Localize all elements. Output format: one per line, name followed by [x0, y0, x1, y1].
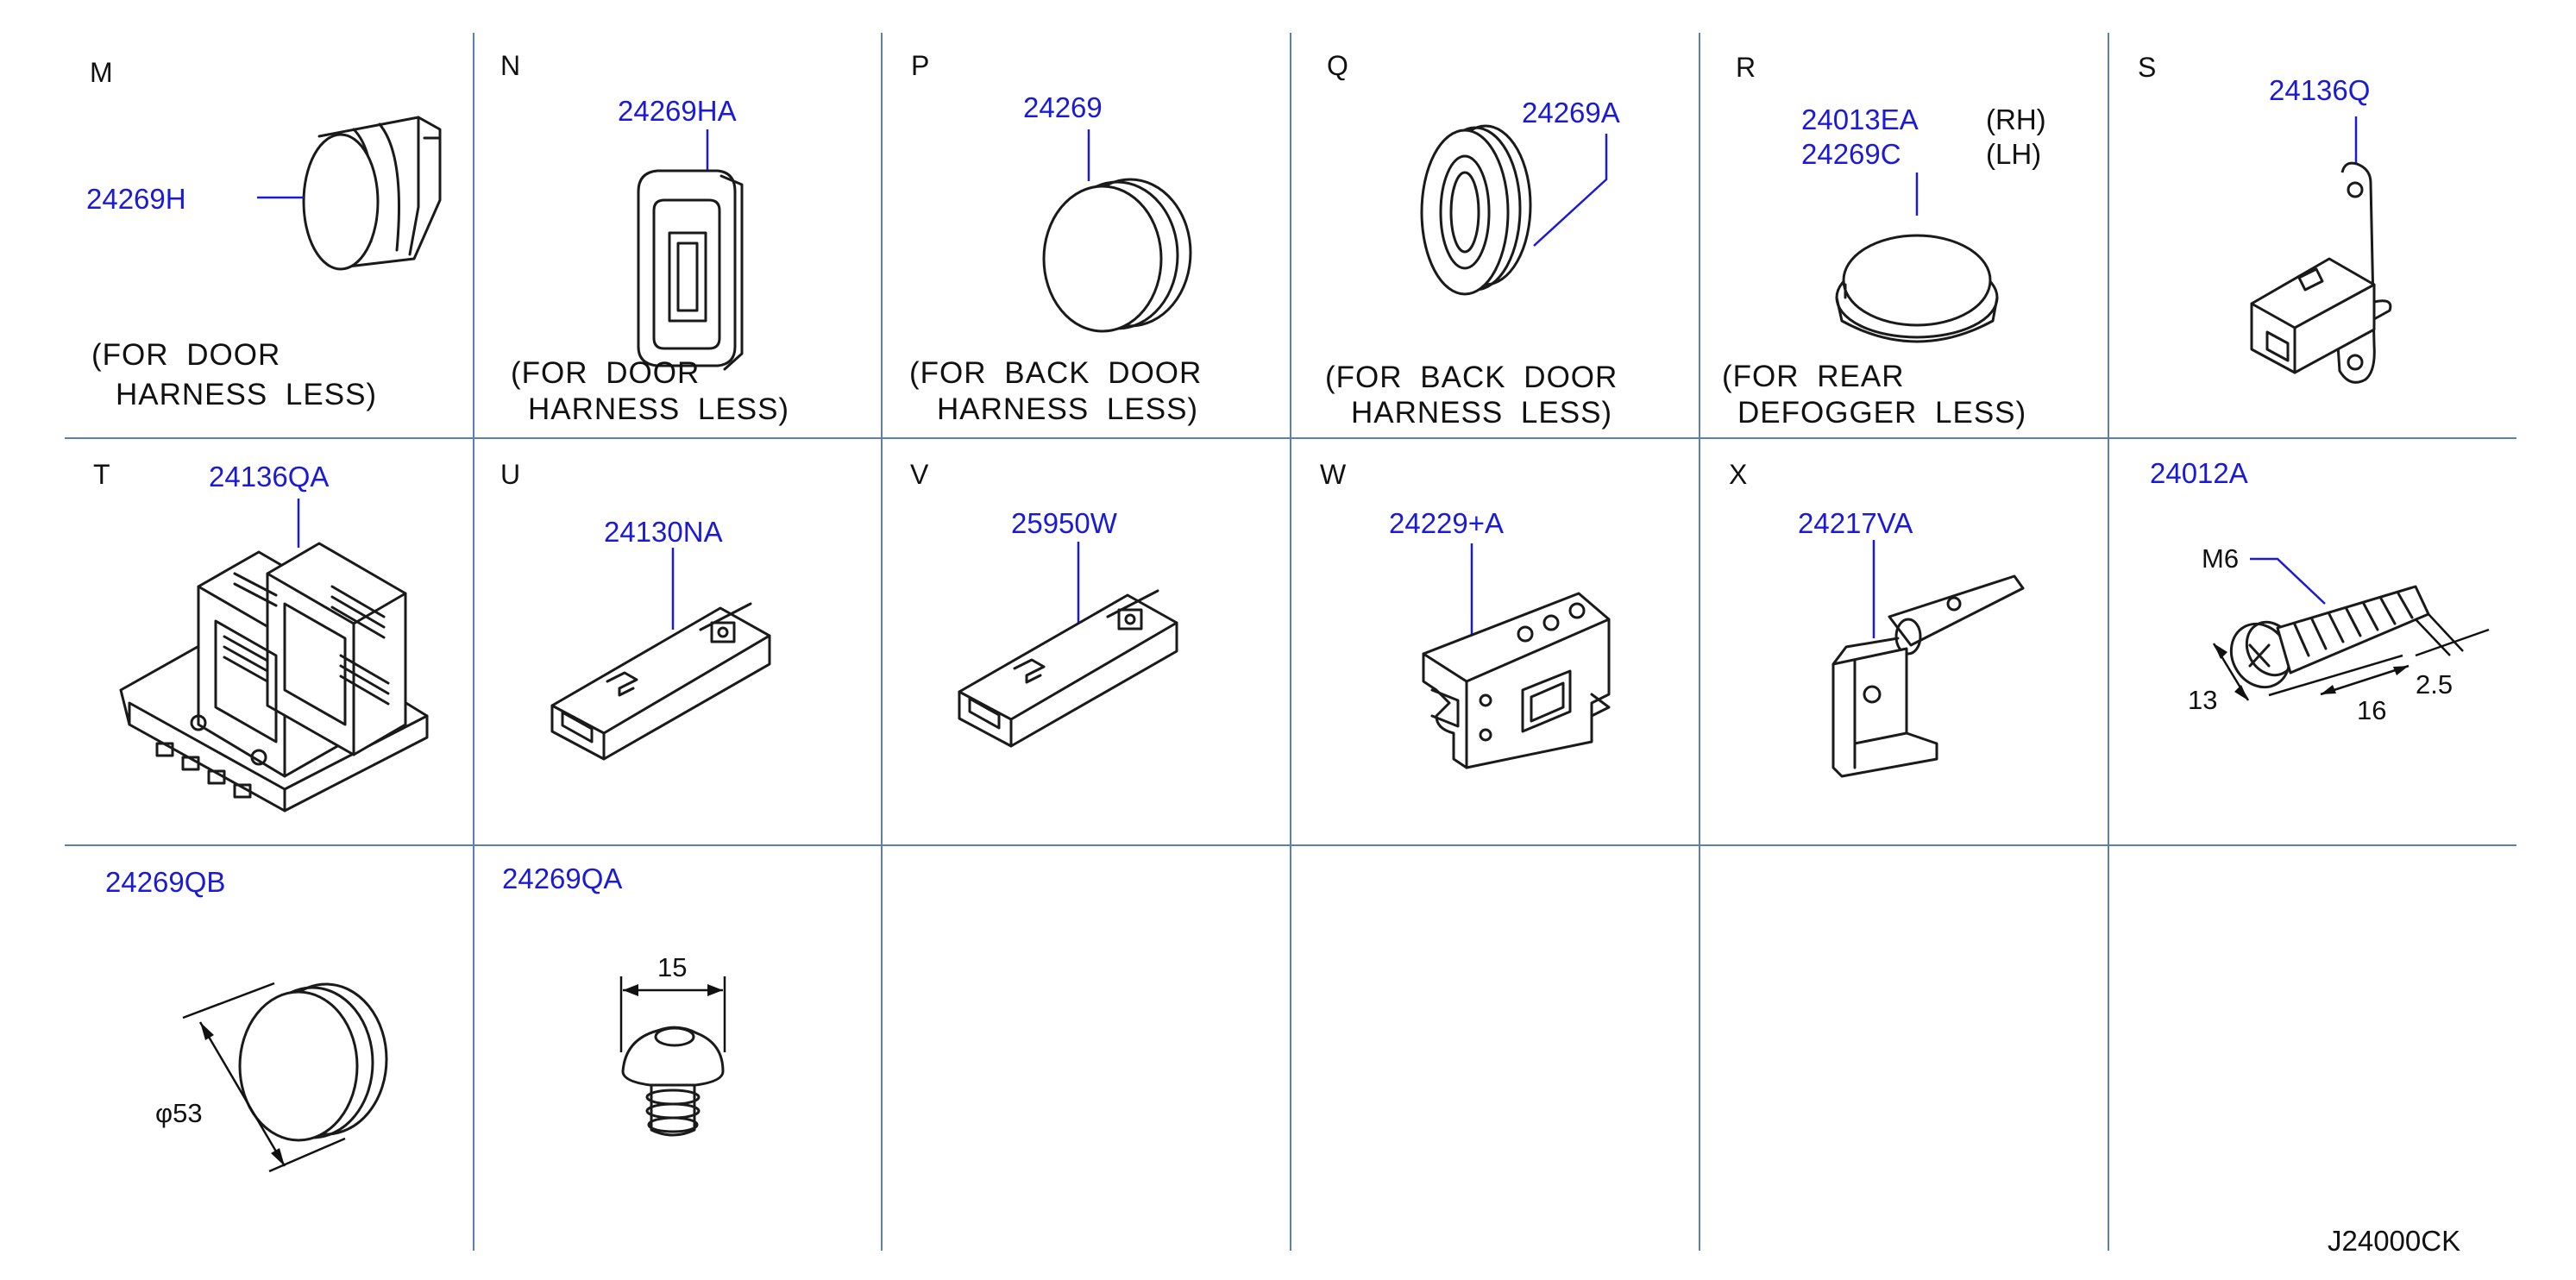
cell-w-part-number[interactable]: 24229+A — [1389, 507, 1505, 539]
clip-x-illustration — [1831, 540, 2025, 778]
cell-p-part-number[interactable]: 24269 — [1023, 91, 1103, 123]
cell-p-letter: P — [911, 50, 930, 81]
cell-r-side-rh: (RH) — [1986, 104, 2046, 135]
cell-u-part-number[interactable]: 24130NA — [604, 516, 723, 548]
cell-q-note-line1: (FOR BACK DOOR — [1325, 361, 1618, 394]
grid-col-divider-1 — [473, 33, 474, 1251]
cell-bolt-flange-dimension: 2.5 — [2416, 669, 2453, 700]
cell-m-letter: M — [90, 57, 113, 88]
cell-t-letter: T — [93, 459, 110, 490]
connector-v-illustration — [958, 542, 1178, 748]
grid-col-divider-2 — [881, 33, 883, 1251]
cell-v-part-number[interactable]: 25950W — [1011, 507, 1117, 539]
cell-s-part-number[interactable]: 24136Q — [2269, 74, 2371, 106]
cell-r-note-line1: (FOR REAR — [1722, 360, 1905, 393]
cell-r-part-number-rh[interactable]: 24013EA — [1801, 104, 1919, 135]
cell-m-note-line1: (FOR DOOR — [91, 338, 281, 372]
cell-s-letter: S — [2138, 52, 2157, 83]
cell-p-note-line2: HARNESS LESS) — [937, 392, 1199, 426]
cell-q-note-line2: HARNESS LESS) — [1351, 396, 1613, 430]
cap-r-illustration — [1835, 173, 1999, 343]
cell-n-letter: N — [500, 50, 521, 81]
drawing-code: J24000CK — [2328, 1225, 2461, 1257]
cell-m-part-number[interactable]: 24269H — [86, 183, 186, 215]
cell-bolt-thread-size: M6 — [2202, 543, 2240, 574]
cell-r-note-line2: DEFOGGER LESS) — [1737, 396, 2027, 430]
cell-clip-part-number[interactable]: 24269QA — [502, 863, 623, 894]
grid-col-divider-4 — [1699, 33, 1700, 1251]
cell-grommet-diameter: φ53 — [155, 1098, 203, 1128]
cell-w-letter: W — [1320, 459, 1347, 490]
plug-p-illustration — [1042, 129, 1192, 333]
cell-n-note-line1: (FOR DOOR — [511, 356, 701, 390]
cell-t-part-number[interactable]: 24136QA — [209, 461, 330, 493]
cell-q-letter: Q — [1327, 50, 1348, 81]
cell-bolt-part-number[interactable]: 24012A — [2150, 457, 2248, 489]
grommet-n-illustration — [637, 129, 744, 371]
grommet-qb-illustration — [182, 982, 388, 1173]
cell-v-letter: V — [910, 459, 929, 490]
bracket-s-illustration — [2250, 116, 2392, 384]
grid-col-divider-5 — [2108, 33, 2109, 1251]
cell-x-part-number[interactable]: 24217VA — [1798, 507, 1913, 539]
connector-u-illustration — [550, 548, 771, 761]
cell-clip-width-dimension: 15 — [657, 952, 688, 982]
grid-col-divider-3 — [1290, 33, 1291, 1251]
cell-r-letter: R — [1736, 52, 1756, 83]
grommet-q-illustration — [1420, 124, 1608, 296]
bracket-w-illustration — [1422, 543, 1611, 769]
cell-bolt-head-dimension: 13 — [2188, 685, 2218, 715]
cell-u-letter: U — [500, 459, 521, 490]
cell-x-letter: X — [1729, 459, 1748, 490]
cell-n-part-number[interactable]: 24269HA — [618, 95, 737, 127]
cell-grommet-part-number[interactable]: 24269QB — [105, 866, 226, 898]
clip-t-illustration — [119, 499, 429, 813]
clip-qa-illustration — [619, 976, 726, 1137]
bolt-illustration — [2212, 557, 2490, 701]
cell-m-note-line2: HARNESS LESS) — [116, 378, 378, 411]
grommet-m-illustration — [257, 116, 442, 271]
cell-p-note-line1: (FOR BACK DOOR — [909, 356, 1203, 390]
cell-r-side-lh: (LH) — [1986, 138, 2042, 170]
cell-q-part-number[interactable]: 24269A — [1522, 97, 1620, 129]
cell-n-note-line2: HARNESS LESS) — [528, 392, 790, 426]
cell-r-part-number-lh[interactable]: 24269C — [1801, 138, 1901, 170]
cell-bolt-length-dimension: 16 — [2357, 695, 2387, 725]
